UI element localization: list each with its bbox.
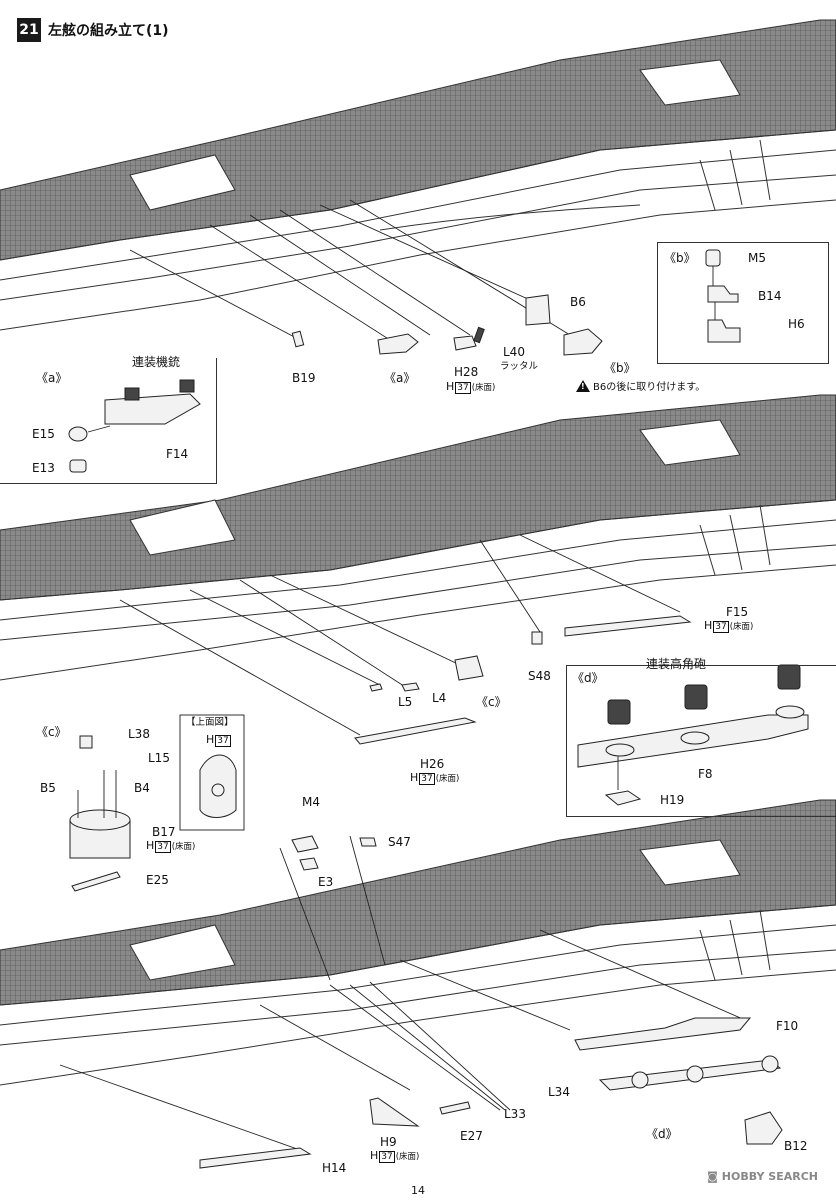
part-label-l40: L40: [503, 345, 525, 359]
top-view-title: 【上面図】: [186, 717, 234, 728]
part-label-m5: M5: [748, 251, 766, 265]
page-number: 14: [411, 1184, 425, 1197]
parts-1: [291, 294, 603, 356]
part-label-f15: F15: [726, 605, 749, 619]
watermark: ◙ HOBBY SEARCH: [707, 1170, 818, 1183]
part-label-b17: B17: [152, 825, 176, 839]
part-label-l34: L34: [548, 1085, 570, 1099]
ship-view-2: [0, 394, 836, 681]
part-label-h26: H26: [420, 757, 445, 771]
part-label-h9: H9: [380, 1135, 397, 1149]
part-label-b5: B5: [40, 781, 56, 795]
part-label-b4: B4: [134, 781, 150, 795]
parts-3: [199, 835, 783, 1169]
ladder-label: ラッタル: [500, 361, 539, 372]
callout-d: 《d》: [646, 1127, 678, 1141]
inset-a-drawing: [68, 379, 201, 473]
callout-c: 《c》: [476, 695, 507, 709]
callout-b: 《b》: [604, 361, 636, 375]
part-label-f10: F10: [776, 1019, 799, 1033]
ship-view-3: [0, 799, 836, 1086]
part-label-h28: H28: [454, 365, 479, 379]
inset-topview-drawing: [179, 714, 245, 831]
inset-c-title: 《c》: [36, 725, 67, 739]
part-label-l38: L38: [128, 727, 150, 741]
part-label-f14: F14: [166, 447, 189, 461]
inset-d-title: 《d》: [572, 671, 604, 685]
part-label-e27: E27: [460, 1129, 483, 1143]
part-label-b19: B19: [292, 371, 316, 385]
step-number: 21: [17, 18, 41, 42]
part-label-l33: L33: [504, 1107, 526, 1121]
part-label-e13: E13: [32, 461, 55, 475]
leader-lines-3: [59, 835, 746, 1151]
inset-a-title: 《a》: [36, 371, 68, 385]
part-label-l15: L15: [148, 751, 170, 765]
aa-gun-title: 連装高角砲: [646, 657, 707, 671]
part-label-f8: F8: [698, 767, 713, 781]
inset-d-drawing: [577, 664, 809, 806]
part-label-h19: H19: [660, 793, 685, 807]
inset-b-title: 《b》: [664, 251, 696, 265]
part-label-l4: L4: [432, 691, 447, 705]
part-label-b6: B6: [570, 295, 586, 309]
leader-lines-2: [119, 534, 681, 736]
camera-icon: ◙: [707, 1170, 718, 1183]
part-label-b12: B12: [784, 1139, 808, 1153]
part-label-s48: S48: [528, 669, 551, 683]
step-title: 左舷の組み立て(1): [48, 23, 169, 39]
part-label-h6: H6: [788, 317, 805, 331]
inset-a-frame: [0, 358, 217, 484]
part-label-e15: E15: [32, 427, 55, 441]
part-label-s47: S47: [388, 835, 411, 849]
ship-view-1: [0, 19, 836, 331]
part-label-l5: L5: [398, 695, 413, 709]
part-label-b14: B14: [758, 289, 782, 303]
inset-d-frame: [566, 665, 836, 817]
inset-b-frame: [657, 242, 829, 364]
part-label-e3: E3: [318, 875, 334, 889]
warning-icon: !: [576, 379, 590, 392]
parts-2: [354, 615, 692, 745]
part-label-h14: H14: [322, 1161, 347, 1175]
inset-c-drawing: [69, 735, 131, 892]
callout-a: 《a》: [384, 371, 416, 385]
inset-b-drawing: [705, 249, 741, 343]
note-b6: ! B6の後に取り付けます。: [576, 378, 705, 393]
machine-gun-title: 連装機銃: [132, 355, 181, 369]
part-label-e25: E25: [146, 873, 169, 887]
part-label-m4: M4: [302, 795, 320, 809]
